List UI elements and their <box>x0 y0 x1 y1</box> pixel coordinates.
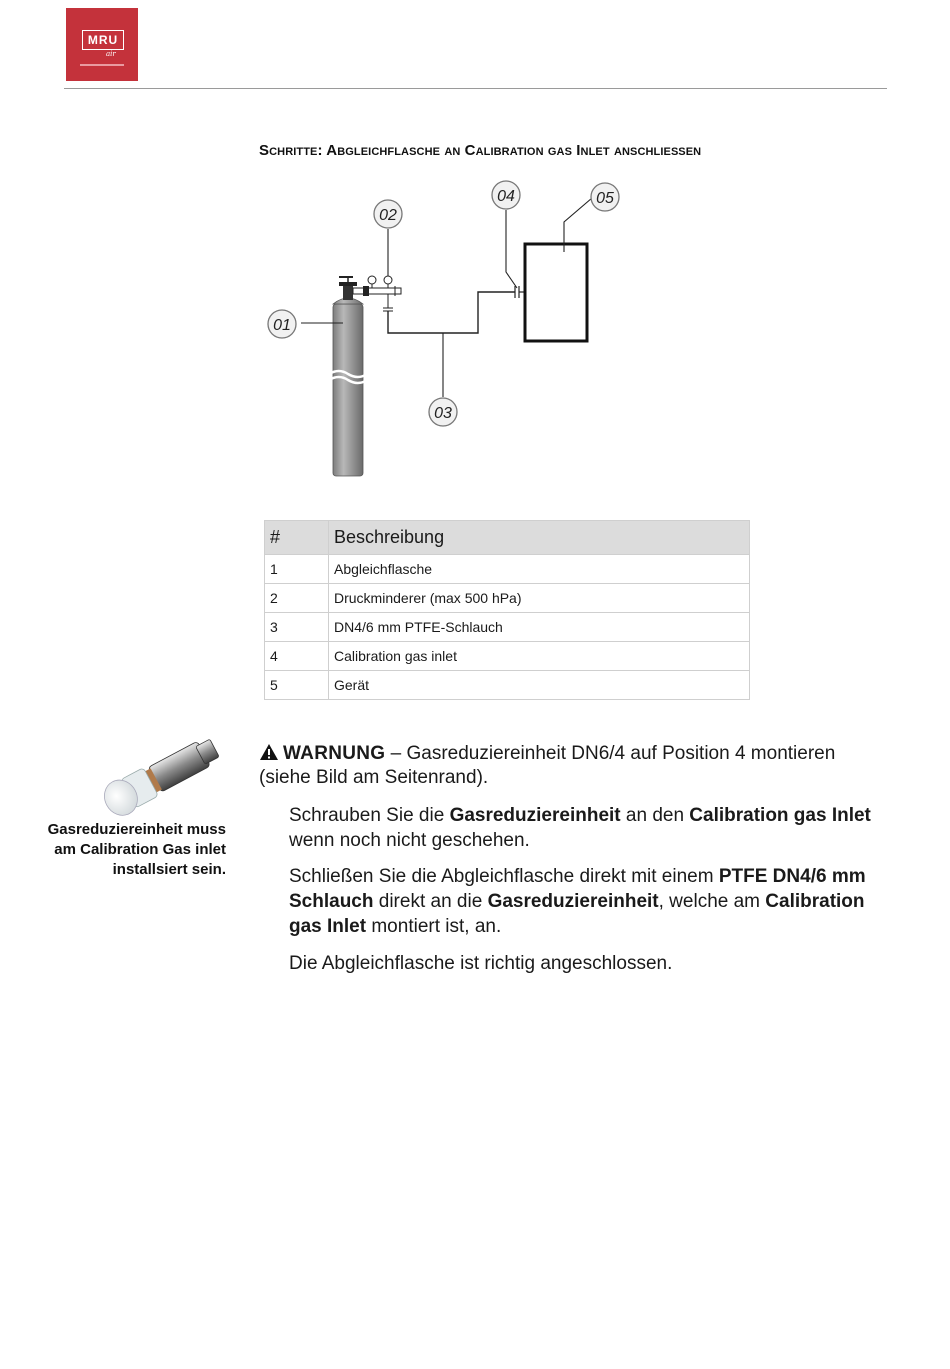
section-heading: Schritte: Abgleichflasche an Calibration… <box>259 142 702 159</box>
header-divider <box>64 88 887 89</box>
warning-label: WARNUNG <box>283 743 386 764</box>
caption-line: Gasreduziereinheit muss <box>47 821 226 838</box>
table-row: 3 DN4/6 mm PTFE-Schlauch <box>264 612 750 642</box>
column-header-number: # <box>264 520 329 555</box>
svg-text:01: 01 <box>273 317 291 334</box>
row-number: 4 <box>264 641 329 671</box>
step-text: , welche am <box>658 891 766 912</box>
row-number: 2 <box>264 583 329 613</box>
step-emphasis: Gasreduziereinheit <box>487 891 659 912</box>
caption-line: installsiert sein. <box>112 861 226 878</box>
callout-04: 04 <box>491 180 521 210</box>
callout-02: 02 <box>373 199 403 229</box>
row-description: Calibration gas inlet <box>328 641 750 671</box>
caption-line: am Calibration Gas inlet <box>54 841 226 858</box>
row-number: 3 <box>264 612 329 642</box>
device-box <box>523 242 589 343</box>
step-text: an den <box>620 805 690 826</box>
row-description: Druckminderer (max 500 hPa) <box>328 583 750 613</box>
step-text: Schrauben Sie die <box>289 805 450 826</box>
step-text: wenn noch nicht geschehen. <box>289 830 530 851</box>
table-header-row: # Beschreibung <box>264 520 750 555</box>
step-2: Schließen Sie die Abgleichflasche direkt… <box>289 864 874 939</box>
step-emphasis: gas Inlet <box>289 916 367 937</box>
company-logo: MRU air <box>66 8 138 81</box>
step-emphasis: Calibration <box>765 891 865 912</box>
legend-table: # Beschreibung 1 Abgleichflasche 2 Druck… <box>264 520 750 700</box>
row-description: DN4/6 mm PTFE-Schlauch <box>328 612 750 642</box>
step-text: montiert ist, an. <box>366 916 502 937</box>
warning-text-line2: (siehe Bild am Seitenrand). <box>259 767 489 788</box>
step-emphasis: PTFE DN4/6 mm <box>718 866 866 887</box>
svg-text:05: 05 <box>596 190 614 207</box>
warning-notice: WARNUNG – Gasreduziereinheit DN6/4 auf P… <box>259 742 869 790</box>
step-3: Die Abgleichflasche ist richtig angeschl… <box>289 951 874 976</box>
callout-05: 05 <box>590 182 620 212</box>
step-1: Schrauben Sie die Gasreduziereinheit an … <box>289 803 874 853</box>
gas-cylinder <box>328 276 368 477</box>
callout-03: 03 <box>428 397 458 427</box>
table-row: 4 Calibration gas inlet <box>264 641 750 671</box>
table-row: 5 Gerät <box>264 670 750 700</box>
step-text: direkt an die <box>373 891 488 912</box>
step-text: Schließen Sie die Abgleichflasche direkt… <box>289 866 719 887</box>
table-row: 1 Abgleichflasche <box>264 554 750 584</box>
warning-triangle-icon <box>260 744 278 760</box>
logo-text: MRU <box>82 30 124 50</box>
table-row: 2 Druckminderer (max 500 hPa) <box>264 583 750 613</box>
column-header-description: Beschreibung <box>328 520 750 555</box>
svg-text:03: 03 <box>434 405 452 422</box>
gas-reducer-photo <box>104 739 219 816</box>
step-emphasis: Calibration gas Inlet <box>689 805 871 826</box>
warning-text: – Gasreduziereinheit DN6/4 auf Position … <box>385 743 836 764</box>
row-number: 5 <box>264 670 329 700</box>
row-description: Gerät <box>328 670 750 700</box>
svg-text:04: 04 <box>497 188 515 205</box>
step-text: Die Abgleichflasche ist richtig angeschl… <box>289 953 673 974</box>
callout-01: 01 <box>267 309 297 339</box>
logo-tagline-bar <box>80 64 124 66</box>
row-description: Abgleichflasche <box>328 554 750 584</box>
step-emphasis: Gasreduziereinheit <box>449 805 621 826</box>
step-emphasis: Schlauch <box>289 891 374 912</box>
pressure-regulator <box>352 275 402 312</box>
ptfe-tube <box>387 291 515 334</box>
connection-diagram: 01 02 03 04 05 <box>267 180 620 477</box>
svg-text:02: 02 <box>379 207 397 224</box>
logo-subtext: air <box>106 50 116 58</box>
row-number: 1 <box>264 554 329 584</box>
side-caption: Gasreduziereinheit muss am Calibration G… <box>26 820 226 880</box>
